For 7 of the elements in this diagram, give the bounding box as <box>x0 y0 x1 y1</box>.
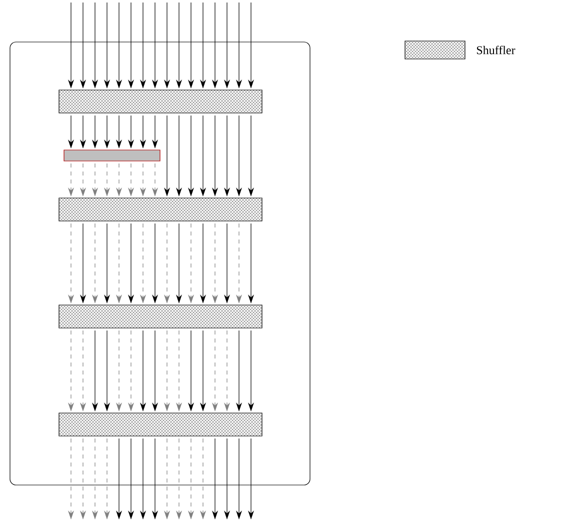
rounded-frame <box>10 42 310 486</box>
legend-label: Shuffler <box>477 46 516 54</box>
shuffler-bar <box>58 412 262 436</box>
shuffler-bar <box>58 90 262 114</box>
shuffler-bar <box>58 304 262 328</box>
buffer-bar <box>64 150 160 162</box>
shuffler-bar <box>58 198 262 222</box>
